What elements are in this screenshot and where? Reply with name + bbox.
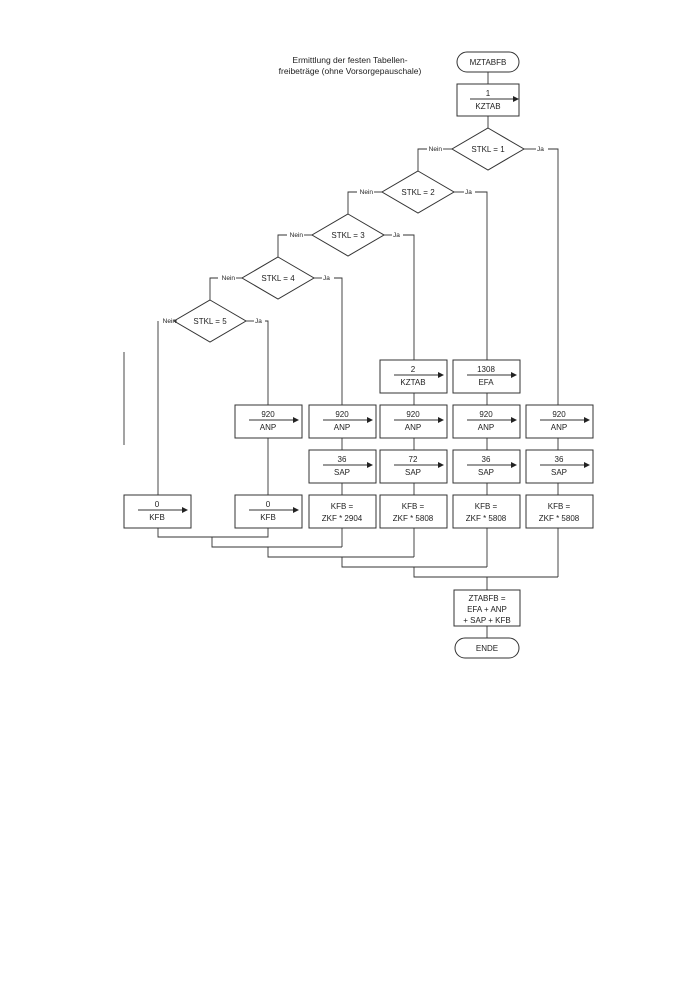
yes-label: Ja	[465, 189, 472, 196]
svg-text:920: 920	[479, 410, 493, 419]
svg-text:ANP: ANP	[260, 423, 276, 432]
svg-text:SAP: SAP	[405, 468, 421, 477]
svg-text:2: 2	[411, 365, 416, 374]
decision-stkl-4	[241, 256, 315, 300]
assign-kfb-0: 0 KFB	[123, 494, 192, 529]
svg-text:KFB =: KFB =	[475, 502, 498, 511]
svg-text:1308: 1308	[477, 365, 495, 374]
svg-text:KFB: KFB	[260, 513, 276, 522]
yes-label: Ja	[393, 232, 400, 239]
no-label: Nein	[222, 275, 236, 282]
decision-stkl-4-label: STKL = 4	[261, 274, 295, 283]
svg-text:KFB =: KFB =	[331, 502, 354, 511]
decision-stkl-5-label: STKL = 5	[193, 317, 227, 326]
svg-text:ANP: ANP	[478, 423, 494, 432]
final-ztabfb: ZTABFB = EFA + ANP + SAP + KFB	[453, 589, 521, 627]
svg-text:KFB =: KFB =	[402, 502, 425, 511]
svg-text:ZKF * 2904: ZKF * 2904	[322, 514, 363, 523]
svg-text:ANP: ANP	[334, 423, 350, 432]
merge-lines	[157, 528, 559, 590]
assign-anp-920: 920 ANP	[234, 404, 303, 439]
no-label: Nein	[429, 146, 443, 153]
svg-text:KZTAB: KZTAB	[400, 378, 425, 387]
assign-anp-920: 920 ANP	[525, 404, 594, 439]
decision-stkl-1	[451, 127, 525, 171]
svg-text:1: 1	[486, 89, 491, 98]
svg-text:KFB =: KFB =	[548, 502, 571, 511]
svg-text:36: 36	[482, 455, 491, 464]
assign-sap-72: 72 SAP	[379, 449, 448, 484]
svg-text:SAP: SAP	[334, 468, 350, 477]
svg-text:EFA: EFA	[478, 378, 494, 387]
svg-text:ZKF * 5808: ZKF * 5808	[466, 514, 507, 523]
assign-kfb-0: 0 KFB	[234, 494, 303, 529]
assign-sap-36: 36 SAP	[525, 449, 594, 484]
svg-text:ZKF * 5808: ZKF * 5808	[539, 514, 580, 523]
svg-text:SAP: SAP	[478, 468, 494, 477]
formula-kfb-5808: KFB = ZKF * 5808	[452, 494, 521, 529]
svg-text:36: 36	[555, 455, 564, 464]
end-label: ENDE	[476, 644, 498, 653]
decision-stkl-3	[311, 213, 385, 257]
svg-text:+ SAP + KFB: + SAP + KFB	[463, 616, 510, 625]
no-label: Nein	[360, 189, 374, 196]
decision-stkl-5	[173, 299, 247, 343]
decision-stkl-2	[381, 170, 455, 214]
start-label: MZTABFB	[470, 58, 507, 67]
assign-anp-920: 920 ANP	[379, 404, 448, 439]
svg-text:0: 0	[155, 500, 160, 509]
decision-stkl-2-label: STKL = 2	[401, 188, 435, 197]
svg-text:EFA + ANP: EFA + ANP	[467, 605, 507, 614]
decision-stkl-1-label: STKL = 1	[471, 145, 505, 154]
no-label: Nein	[163, 318, 177, 325]
assign-efa-1308: 1308 EFA	[452, 359, 521, 394]
svg-text:ANP: ANP	[405, 423, 421, 432]
svg-text:KFB: KFB	[149, 513, 165, 522]
svg-text:920: 920	[261, 410, 275, 419]
svg-text:ZKF * 5808: ZKF * 5808	[393, 514, 434, 523]
yes-label: Ja	[255, 318, 262, 325]
svg-text:72: 72	[409, 455, 418, 464]
svg-text:KZTAB: KZTAB	[475, 102, 500, 111]
decision-stkl-3-label: STKL = 3	[331, 231, 365, 240]
assign-sap-36: 36 SAP	[452, 449, 521, 484]
title-line-1: Ermittlung der festen Tabellen-	[292, 55, 407, 65]
svg-text:ZTABFB =: ZTABFB =	[469, 594, 506, 603]
yes-label: Ja	[323, 275, 330, 282]
assign-kztab-2: 2 KZTAB	[379, 359, 448, 394]
no-label: Nein	[290, 232, 304, 239]
formula-kfb-2904: KFB = ZKF * 2904	[308, 494, 377, 529]
end-terminal	[454, 637, 520, 659]
svg-text:ANP: ANP	[551, 423, 567, 432]
assign-anp-920: 920 ANP	[452, 404, 521, 439]
svg-text:920: 920	[335, 410, 349, 419]
assign-kztab-1: 1 KZTAB	[456, 83, 520, 117]
yes-label: Ja	[537, 146, 544, 153]
svg-text:0: 0	[266, 500, 271, 509]
svg-text:920: 920	[552, 410, 566, 419]
assign-anp-920: 920 ANP	[308, 404, 377, 439]
assign-sap-36: 36 SAP	[308, 449, 377, 484]
formula-kfb-5808: KFB = ZKF * 5808	[379, 494, 448, 529]
title-line-2: freibeträge (ohne Vorsorgepauschale)	[279, 66, 422, 76]
svg-text:36: 36	[338, 455, 347, 464]
svg-text:920: 920	[406, 410, 420, 419]
svg-text:SAP: SAP	[551, 468, 567, 477]
formula-kfb-5808: KFB = ZKF * 5808	[525, 494, 594, 529]
